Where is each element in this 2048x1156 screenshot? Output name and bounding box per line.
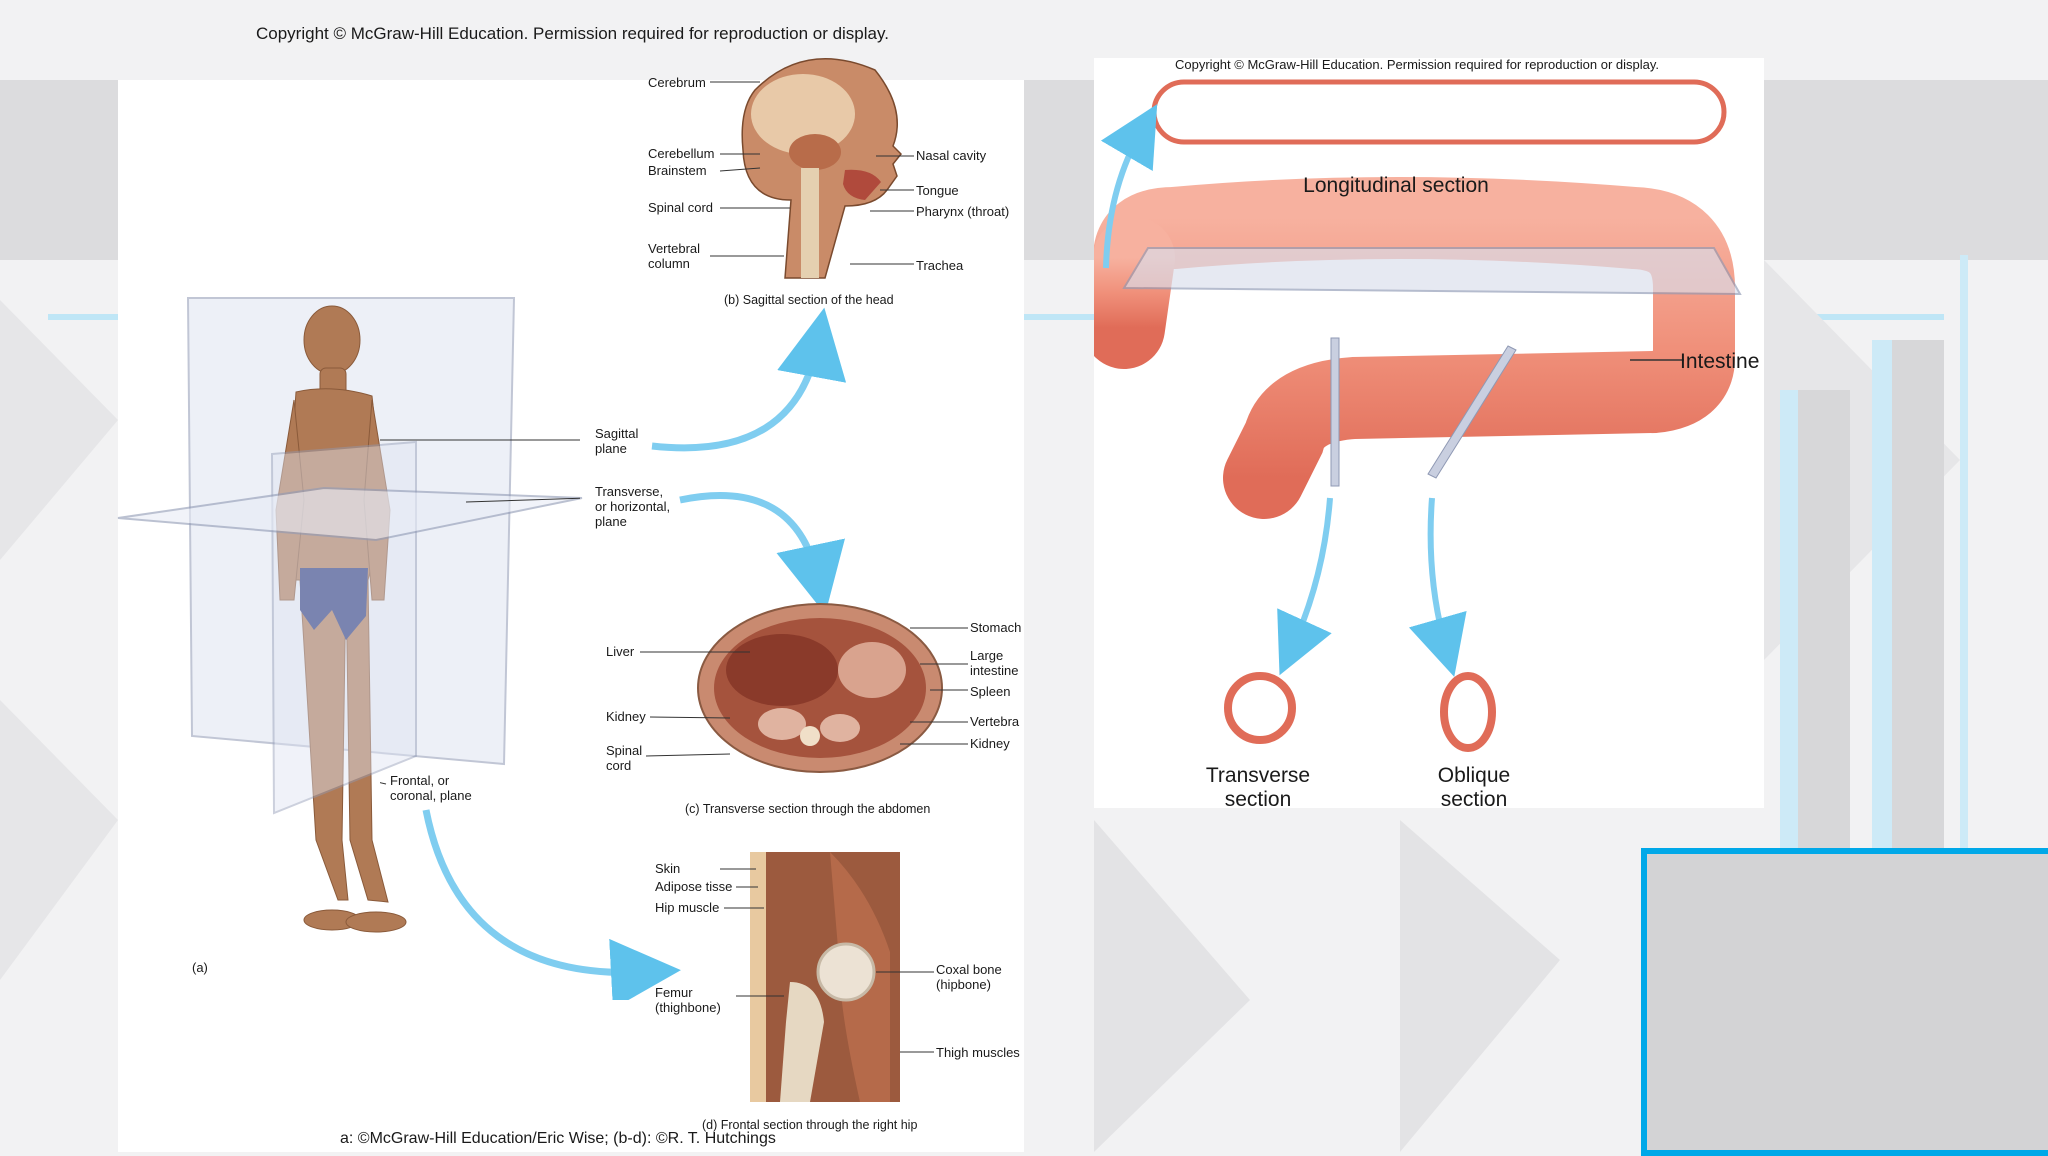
abdomen-transverse-illustration <box>697 603 943 773</box>
label-spleen: Spleen <box>970 684 1011 699</box>
label-spinal-cord-b: Spinal cord <box>648 200 714 215</box>
label-cerebellum: Cerebellum <box>648 146 715 161</box>
plane-leader-lines <box>380 439 580 785</box>
caption-hip-section: (d) Frontal section through the right hi… <box>702 1118 918 1132</box>
caption-abdomen-section: (c) Transverse section through the abdom… <box>685 802 931 816</box>
label-kidney-left: Kidney <box>606 709 646 724</box>
label-adipose-tissue: Adipose tisse <box>655 879 733 894</box>
label-sagittal-plane: Sagittal plane <box>595 426 639 456</box>
hip-leader-lines <box>720 868 934 1053</box>
label-transverse-section: Transverse section <box>1205 764 1311 811</box>
label-liver: Liver <box>606 644 635 659</box>
label-femur: Femur (thighbone) <box>655 985 721 1015</box>
swim-trunks <box>300 568 368 640</box>
intestine-illustration <box>1094 79 1742 752</box>
head-leader-lines <box>710 81 914 265</box>
label-spinal-cord-c: Spinal cord <box>606 743 643 773</box>
label-vertebral-column: Vertebral column <box>648 241 701 271</box>
label-cerebrum: Cerebrum <box>648 75 706 90</box>
label-tongue: Tongue <box>916 183 959 198</box>
abdomen-leader-lines <box>640 627 968 757</box>
label-intestine: Intestine <box>1680 350 1760 373</box>
copyright-right: Copyright © McGraw-Hill Education. Permi… <box>1175 57 1660 72</box>
image-credit: a: ©McGraw-Hill Education/Eric Wise; (b-… <box>340 1130 776 1147</box>
label-coxal-bone: Coxal bone (hipbone) <box>936 962 1002 992</box>
label-thigh-muscles: Thigh muscles <box>936 1045 1020 1060</box>
video-overlay-box <box>1641 848 2048 1156</box>
label-pharynx: Pharynx (throat) <box>916 204 1010 219</box>
label-trachea: Trachea <box>916 258 964 273</box>
head-sagittal-illustration <box>741 58 903 279</box>
label-brainstem: Brainstem <box>648 163 707 178</box>
label-longitudinal-section: Longitudinal section <box>1303 174 1489 197</box>
label-large-intestine: Large intestine <box>970 648 1019 678</box>
hip-frontal-illustration <box>750 852 900 1102</box>
label-a: (a) <box>192 960 208 975</box>
label-oblique-section: Oblique section <box>1437 764 1511 811</box>
label-vertebra: Vertebra <box>970 714 1020 729</box>
label-kidney-right: Kidney <box>970 736 1010 751</box>
label-transverse-plane: Transverse, or horizontal, plane <box>595 484 671 529</box>
label-hip-muscle: Hip muscle <box>655 900 720 915</box>
section-arrows-left <box>422 307 847 1000</box>
copyright-left: Copyright © McGraw-Hill Education. Permi… <box>256 24 889 43</box>
label-stomach: Stomach <box>970 620 1022 635</box>
label-skin: Skin <box>655 861 681 876</box>
caption-head-section: (b) Sagittal section of the head <box>724 293 894 307</box>
label-nasal-cavity: Nasal cavity <box>916 148 987 163</box>
body-planes-illustration <box>117 297 583 933</box>
label-frontal-plane: Frontal, or coronal, plane <box>390 773 472 803</box>
